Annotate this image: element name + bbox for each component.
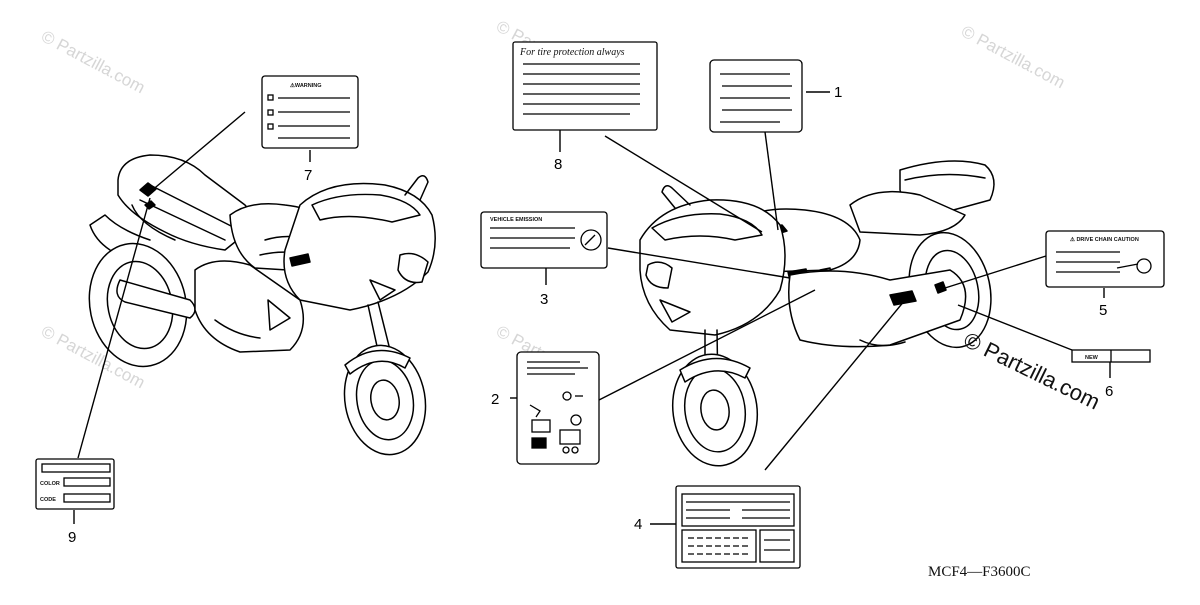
label-8-drawing xyxy=(512,41,658,131)
label-6-title: NEW xyxy=(1085,355,1099,361)
label-9-drawing xyxy=(35,458,115,510)
callout-numbers: 1 2 3 4 5 6 7 8 9 xyxy=(68,84,1113,546)
label-7-title: ⚠WARNING xyxy=(290,82,322,89)
watermark: © Partzilla.com xyxy=(38,27,148,98)
callout-number: 2 xyxy=(491,391,499,408)
motorcycle-left-illustration xyxy=(88,154,436,456)
drawing-code: MCF4—F3600C xyxy=(928,564,1031,580)
label-6-drawing xyxy=(1071,349,1151,363)
callout-number: 3 xyxy=(540,291,548,308)
label-3-drawing xyxy=(480,211,608,269)
watermark: © Partzilla.com xyxy=(958,22,1068,93)
label-5-drawing xyxy=(1045,230,1165,288)
callout-number: 4 xyxy=(634,516,642,533)
motorcycle-right-illustration xyxy=(639,160,995,467)
callout-number: 7 xyxy=(304,167,312,184)
callout-number: 6 xyxy=(1105,383,1113,400)
label-1-drawing xyxy=(709,59,803,133)
watermark-dark: © Partzilla.com xyxy=(960,327,1104,414)
label-8-title: For tire protection always xyxy=(519,47,625,58)
leader-lines xyxy=(73,91,1111,525)
label-7-drawing xyxy=(261,75,359,149)
label-5-title: ⚠ DRIVE CHAIN CAUTION xyxy=(1070,236,1139,243)
callout-number: 8 xyxy=(554,156,562,173)
label-2-drawing xyxy=(516,351,600,465)
callout-number: 9 xyxy=(68,529,76,546)
callout-number: 5 xyxy=(1099,302,1107,319)
label-4-drawing xyxy=(675,485,801,569)
label-9-code: CODE xyxy=(40,497,56,503)
callout-number: 1 xyxy=(834,84,842,101)
label-3-title: VEHICLE EMISSION xyxy=(490,217,542,223)
label-9-color: COLOR xyxy=(40,481,60,487)
